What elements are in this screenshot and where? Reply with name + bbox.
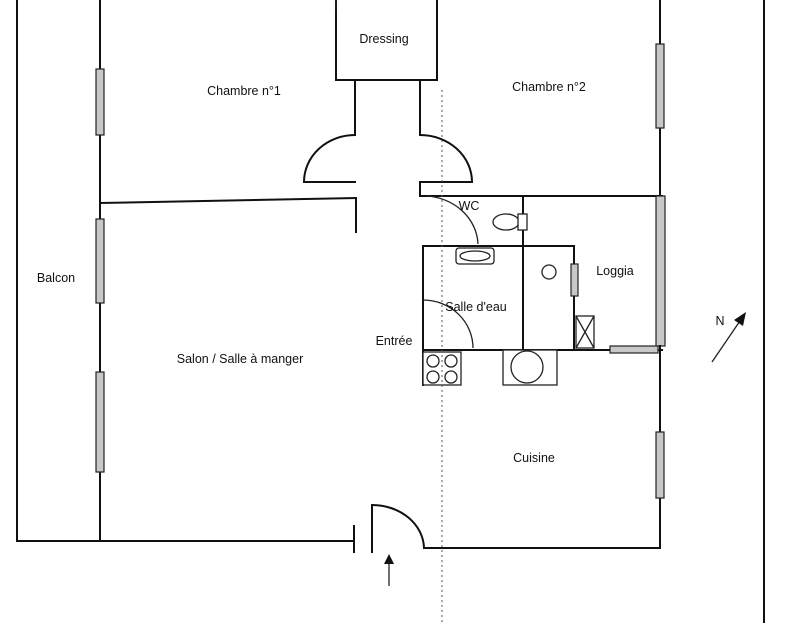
burner-1	[426, 354, 440, 368]
room-label-dressing: Dressing	[359, 31, 409, 46]
window-salon-2	[95, 371, 105, 473]
entrance-arrow-head	[384, 554, 394, 564]
north-arrow-shaft	[711, 317, 743, 363]
room-label-wc: WC	[458, 198, 480, 213]
room-label-salon: Salon / Salle à manger	[176, 351, 304, 366]
toilet-tank	[517, 213, 528, 231]
door-entree-swing	[370, 503, 426, 550]
room-label-loggia: Loggia	[596, 263, 634, 278]
window-salon-1	[95, 218, 105, 304]
door-wc-swing	[425, 195, 479, 245]
window-chambre1	[95, 68, 105, 136]
window-cuisine	[655, 431, 665, 499]
room-label-salle-eau: Salle d'eau	[445, 299, 507, 314]
door-chambre2-swing	[418, 133, 474, 184]
door-chambre1-swing	[302, 133, 357, 184]
room-label-chambre1: Chambre n°1	[207, 83, 281, 98]
room-label-balcon: Balcon	[36, 270, 76, 285]
window-loggia	[655, 195, 666, 347]
room-label-chambre2: Chambre n°2	[512, 79, 586, 94]
window-loggia-bottom	[609, 345, 659, 354]
sde-drain	[541, 264, 557, 280]
door-sde-swing	[422, 299, 474, 349]
room-label-cuisine: Cuisine	[513, 450, 555, 465]
loggia-heater	[570, 263, 579, 297]
compass-label: N	[715, 313, 725, 328]
wall-chambre1-salon	[98, 196, 358, 205]
burner-3	[426, 370, 440, 384]
burner-4	[444, 370, 458, 384]
kitchen-sink-bowl	[510, 350, 544, 384]
north-arrow-head	[734, 312, 746, 326]
room-label-entree: Entrée	[375, 333, 413, 348]
toilet-bowl	[492, 213, 520, 231]
loggia-box-x2	[575, 315, 595, 349]
burner-2	[444, 354, 458, 368]
window-chambre2	[655, 43, 665, 129]
wc-handbasin-bowl	[459, 250, 491, 262]
